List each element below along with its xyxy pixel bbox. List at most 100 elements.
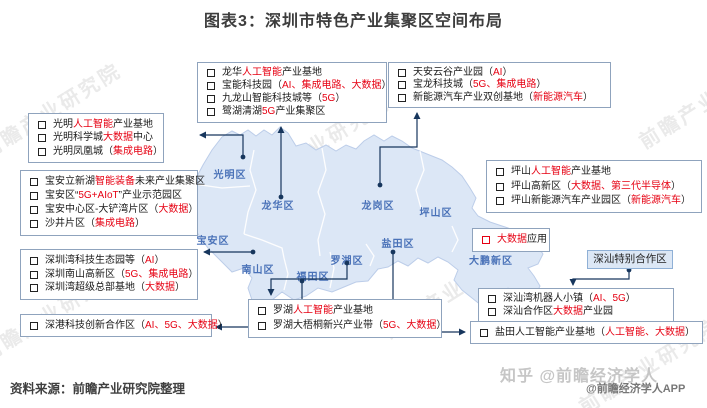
keyword-red: 大数据、第三代半导体 (571, 180, 671, 192)
keyword-red: AI、集成电路、大数据 (282, 80, 382, 91)
text-segment: ） (153, 145, 163, 157)
text-segment: 产业基地 (113, 118, 153, 130)
text-segment: 光明科学城 (53, 132, 103, 143)
text-segment: 宝龙科技城（ (413, 79, 473, 90)
connector-guangming (199, 131, 244, 157)
callout-item: 宝能科技园（AI、集成电路、大数据） (203, 80, 391, 91)
keyword-red: 5G、大数据 (383, 319, 437, 331)
callout-luohu: 罗湖人工智能产业基地罗湖大梧桐新兴产业带（5G、大数据） (248, 299, 446, 338)
keyword-red: 人工智能 (293, 305, 333, 317)
text-segment: 沙井片区（ (45, 218, 95, 229)
text-segment: 新能源汽车产业双创基地（ (413, 91, 533, 103)
text-segment: 产业基地 (333, 305, 373, 317)
keyword-red: AI (493, 66, 503, 78)
keyword-red: AI、5G、大数据 (145, 319, 218, 331)
figure-title: 图表3：深圳市特色产业集聚区空间布局 (204, 13, 503, 30)
checkbox-icon (30, 220, 38, 228)
text-segment: 深汕湾机器人小镇（ (503, 293, 593, 304)
checkbox-icon (30, 178, 38, 186)
text-segment: 深汕合作区 (503, 306, 553, 317)
keyword-red: 5G (322, 93, 336, 104)
text-segment: ） (536, 79, 547, 90)
text-segment: ） (671, 180, 681, 192)
text-segment: ） (154, 254, 165, 266)
keyword-red: 5G+AIoT (78, 190, 119, 201)
callout-tianan: 天安云谷产业园（AI）宝龙科技城（5G、集成电路）新能源汽车产业双创基地（新能源… (388, 62, 611, 108)
keyword-red: AI (145, 254, 155, 266)
zhihu-watermark: 知乎 @前瞻经济学人 (500, 368, 659, 385)
text-segment: 深汕特别合作区 (593, 253, 667, 266)
checkbox-icon (398, 81, 406, 89)
callout-shenshan_label: 深汕特别合作区 (587, 250, 673, 269)
text-segment: ） (188, 268, 199, 280)
text-segment: 产业基地 (571, 166, 611, 178)
connector-luohu (267, 263, 348, 296)
text-segment: ） (583, 91, 593, 103)
district-label: 光明区 (213, 168, 247, 181)
checkbox-icon (258, 321, 266, 330)
callout-item: 天安云谷产业园（AI） (394, 66, 605, 78)
checkbox-icon (30, 270, 38, 279)
keyword-red: 5G、集成电路 (125, 268, 189, 280)
keyword-red: 集成电路 (113, 145, 153, 157)
map-point-dots (240, 154, 632, 284)
connector-shenshan (569, 270, 630, 286)
checkbox-icon (30, 321, 38, 330)
keyword-red: AI、5G (593, 293, 626, 304)
district-label: 宝安区 (197, 234, 230, 247)
keyword-red: 大数据 (553, 306, 583, 317)
keyword-red: 大数据 (497, 234, 527, 245)
checkbox-icon (207, 108, 215, 116)
callout-item: 深圳湾科技生态园等（AI） (26, 254, 192, 266)
checkbox-icon (482, 236, 490, 244)
checkbox-icon (38, 147, 46, 156)
keyword-red: 5G、集成电路 (473, 79, 537, 90)
text-segment: ） (436, 319, 447, 331)
text-segment: 坪山 (511, 166, 531, 178)
callout-item: 深圳南山高新区（5G、集成电路） (26, 268, 198, 280)
checkbox-icon (30, 192, 38, 200)
text-segment: ） (175, 282, 185, 294)
callout-item: 沙井片区（集成电路） (26, 219, 192, 229)
callout-bigdata: 大数据应用 (472, 228, 550, 252)
keyword-red: 新能源汽车 (631, 194, 681, 206)
keyword-red: 5G (262, 106, 276, 117)
callout-item: 九龙山智能科技城等（5G） (203, 94, 381, 104)
checkbox-icon (496, 182, 504, 191)
callout-item: 宝龙科技城（5G、集成电路） (394, 80, 605, 90)
keyword-red: 大数据 (158, 204, 189, 215)
text-segment: ） (217, 319, 228, 331)
callout-item: 罗湖人工智能产业基地 (254, 306, 436, 316)
callout-item: 宝安立新湖智能装备未来产业集聚区 (26, 177, 205, 187)
text-segment: ） (685, 326, 695, 338)
callout-shenshan: 深汕湾机器人小镇（AI、5G）深汕合作区大数据产业园 (478, 288, 674, 323)
callout-item: 坪山人工智能产业基地 (492, 167, 696, 177)
callout-baoan: 宝安立新湖智能装备未来产业集聚区宝安区“5G+AIoT”产业示范园区宝安中心区-… (20, 170, 205, 236)
text-segment: 宝安区“ (45, 190, 79, 201)
text-segment: 龙华 (222, 67, 242, 78)
callout-item: 光明科学城大数据中心 (34, 133, 158, 143)
district-label: 罗湖区 (331, 254, 364, 267)
callout-item: 大数据应用 (478, 234, 547, 245)
text-segment: 光明 (53, 118, 73, 130)
app-watermark: @前瞻经济学人APP (586, 383, 686, 395)
text-segment: 应用 (527, 234, 547, 245)
district-boundaries (193, 147, 459, 291)
checkbox-icon (207, 95, 215, 103)
district-label: 盐田区 (382, 237, 415, 250)
checkbox-icon (488, 308, 496, 316)
text-segment: 天安云谷产业园（ (413, 66, 493, 78)
text-segment: 深圳湾科技生态园等（ (45, 254, 145, 266)
text-segment: ） (188, 204, 199, 215)
text-segment: ） (625, 293, 636, 304)
callout-item: 光明凤凰城（集成电路） (34, 145, 163, 157)
text-segment: 罗湖大梧桐新兴产业带（ (273, 319, 383, 331)
district-label: 龙岗区 (361, 199, 395, 212)
text-segment: 九龙山智能科技城等（ (222, 93, 322, 104)
checkbox-icon (496, 196, 504, 205)
text-segment: 产业集聚区 (275, 106, 326, 117)
keyword-red: 人工智能 (73, 118, 113, 130)
